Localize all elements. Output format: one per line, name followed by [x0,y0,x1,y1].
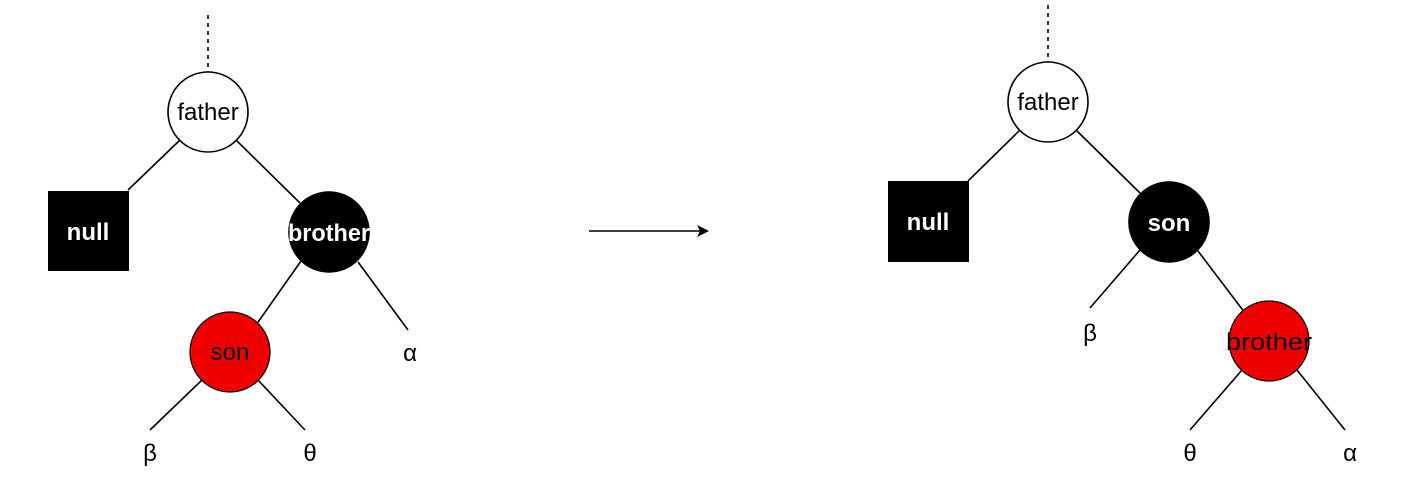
left-edge-father-brother [235,139,301,204]
left-father-node [167,71,249,153]
right-edge-father-son [1075,129,1141,194]
left-beta-label: β [143,440,157,467]
left-edge-brother-son [255,260,302,326]
right-beta-label: β [1083,320,1097,347]
right-brother-node [1228,300,1310,382]
left-edge-son-theta [257,379,306,431]
left-alpha-label: α [403,340,417,367]
left-tree: father null brother son α β θ [48,15,417,467]
right-brother-label: brother [1226,329,1312,356]
right-son-node [1128,181,1210,263]
left-edge-brother-alpha [357,261,409,331]
left-brother-label: brother [288,220,370,247]
left-edge-son-beta [149,379,203,431]
right-edge-brother-alpha [1296,369,1346,431]
right-father-label: father [1017,89,1078,116]
left-null-label: null [67,219,110,246]
right-null-node [888,181,969,262]
right-edge-father-null [967,129,1021,182]
right-edge-son-beta [1089,249,1141,309]
left-null-node [48,191,129,271]
left-theta-label: θ [303,440,316,467]
right-edge-son-brother [1197,250,1246,314]
left-edge-father-null [127,139,181,191]
left-son-label: son [211,339,250,366]
left-brother-node [288,191,370,273]
right-father-node [1007,61,1089,143]
arrow-right-icon [589,225,709,237]
right-null-label: null [907,209,950,236]
right-tree: father null son brother β θ α [888,5,1357,467]
right-edge-brother-theta [1189,369,1243,431]
left-son-node [189,311,271,393]
right-theta-label: θ [1183,440,1196,467]
right-alpha-label: α [1343,440,1357,467]
left-father-label: father [177,99,238,126]
right-son-label: son [1148,210,1191,237]
